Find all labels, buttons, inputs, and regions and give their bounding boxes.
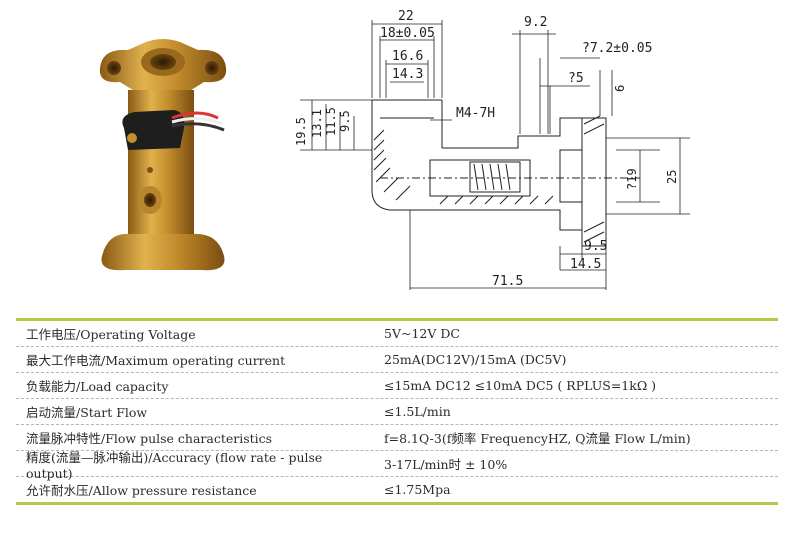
table-row: 流量脉冲特性/Flow pulse characteristics f=8.1Q… <box>16 425 778 451</box>
dim-7-2: ?7.2±0.05 <box>582 41 652 56</box>
spec-label: 精度(流量—脉冲输出)/Accuracy (flow rate - pulse … <box>26 449 323 481</box>
technical-drawing: 22 18±0.05 16.6 14.3 9.2 ?7.2±0.05 ?5 6 … <box>294 9 690 290</box>
table-bottom-rule <box>16 502 778 505</box>
spec-value: ≤15mA DC12 ≤10mA DC5 ( RPLUS=1kΩ ) <box>384 378 657 393</box>
spec-label: 启动流量/Start Flow <box>26 405 148 420</box>
spec-value: 3-17L/min时 ± 10% <box>384 457 508 472</box>
dim-25: 25 <box>665 170 679 184</box>
spec-value: f=8.1Q-3(f频率 FrequencyHZ, Q流量 Flow L/min… <box>384 431 691 446</box>
table-row: 精度(流量—脉冲输出)/Accuracy (flow rate - pulse … <box>16 450 778 481</box>
spec-label: 工作电压/Operating Voltage <box>26 327 196 342</box>
spec-value: 25mA(DC12V)/15mA (DC5V) <box>384 352 567 367</box>
dim-19: ?19 <box>625 168 639 190</box>
dim-18: 18±0.05 <box>380 26 435 41</box>
dim-22: 22 <box>398 9 414 24</box>
dim-16-6: 16.6 <box>392 49 423 64</box>
spec-table: 工作电压/Operating Voltage 5V~12V DC 最大工作电流/… <box>16 318 778 505</box>
dim-14-5: 14.5 <box>570 257 601 272</box>
spec-value: 5V~12V DC <box>384 326 460 341</box>
dim-19-5: 19.5 <box>294 117 308 146</box>
table-top-rule <box>16 318 778 321</box>
table-row: 启动流量/Start Flow ≤1.5L/min <box>16 399 778 425</box>
spec-label: 负载能力/Load capacity <box>26 379 169 394</box>
dim-11-5: 11.5 <box>324 107 338 136</box>
spec-value: ≤1.5L/min <box>384 404 451 419</box>
dim-14-3: 14.3 <box>392 67 423 82</box>
spec-label: 最大工作电流/Maximum operating current <box>26 353 286 368</box>
dim-6: 6 <box>613 85 627 92</box>
thread-m4: M4-7H <box>456 106 495 121</box>
dim-5: ?5 <box>568 71 584 86</box>
dim-9-5-bottom: 9.5 <box>584 239 607 254</box>
table-row: 最大工作电流/Maximum operating current 25mA(DC… <box>16 347 778 373</box>
dim-71-5: 71.5 <box>492 274 523 289</box>
table-row: 工作电压/Operating Voltage 5V~12V DC <box>16 321 778 347</box>
dim-13-1: 13.1 <box>310 109 324 138</box>
spec-label: 流量脉冲特性/Flow pulse characteristics <box>26 431 273 446</box>
spec-value: ≤1.75Mpa <box>384 482 451 497</box>
dim-9-5-left: 9.5 <box>338 110 352 132</box>
spec-label: 允许耐水压/Allow pressure resistance <box>26 483 257 498</box>
table-row: 允许耐水压/Allow pressure resistance ≤1.75Mpa <box>16 477 778 502</box>
product-photo <box>99 39 227 271</box>
dim-9-2: 9.2 <box>524 15 547 30</box>
table-row: 负载能力/Load capacity ≤15mA DC12 ≤10mA DC5 … <box>16 373 778 399</box>
